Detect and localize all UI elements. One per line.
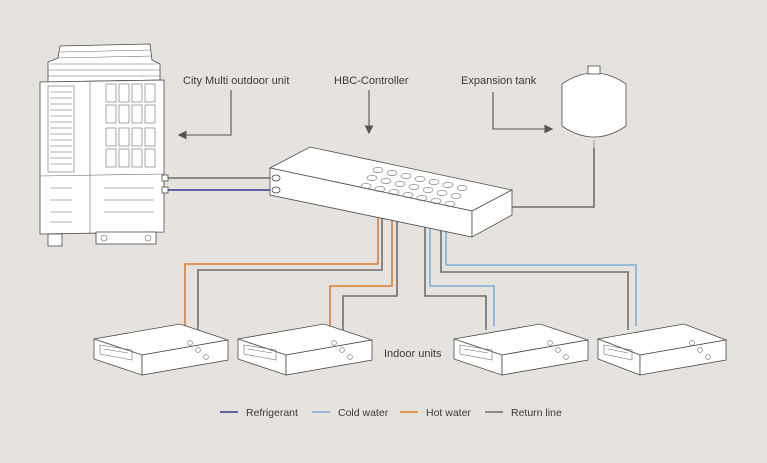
expansion-tank-callout-arrow	[492, 92, 554, 134]
return-pipe-unit-2	[342, 192, 398, 330]
hot-water-pipe-unit-1	[184, 190, 379, 326]
expansion-tank-label: Expansion tank	[461, 75, 537, 87]
indoor-units-label: Indoor units	[384, 348, 442, 360]
outdoor-unit-label: City Multi outdoor unit	[183, 75, 289, 87]
indoor-unit-4	[596, 323, 728, 376]
legend-label-refrigerant: Refrigerant	[246, 407, 298, 419]
return-pipe-unit-4	[440, 192, 629, 330]
legend-label-return-line: Return line	[511, 407, 562, 419]
hot-water-pipe-unit-2	[329, 190, 393, 326]
expansion-tank-body	[561, 72, 627, 138]
legend-label-hot-water: Hot water	[426, 407, 471, 419]
return-pipe-unit-1	[197, 192, 383, 330]
hbc-controller-ports	[360, 167, 468, 207]
cold-water-pipe-unit-3	[429, 190, 495, 326]
return-pipe-unit-3	[424, 192, 487, 330]
hbc-controller-label: HBC-Controller	[334, 75, 409, 87]
outdoor-unit-callout-arrow	[177, 90, 232, 140]
legend-label-cold-water: Cold water	[338, 407, 389, 419]
outdoor-unit-cabinet	[39, 79, 165, 235]
legend: Refrigerant Cold water Hot water Return …	[220, 407, 562, 419]
expansion-tank	[561, 65, 627, 150]
outdoor-unit	[39, 43, 169, 247]
indoor-unit-2	[237, 323, 373, 376]
indoor-unit-1	[93, 323, 229, 376]
hbc-controller	[268, 146, 514, 238]
expansion-tank-pipe	[512, 148, 595, 208]
indoor-unit-3	[453, 323, 589, 376]
hbc-controller-side	[471, 189, 513, 238]
pipes	[162, 148, 637, 330]
